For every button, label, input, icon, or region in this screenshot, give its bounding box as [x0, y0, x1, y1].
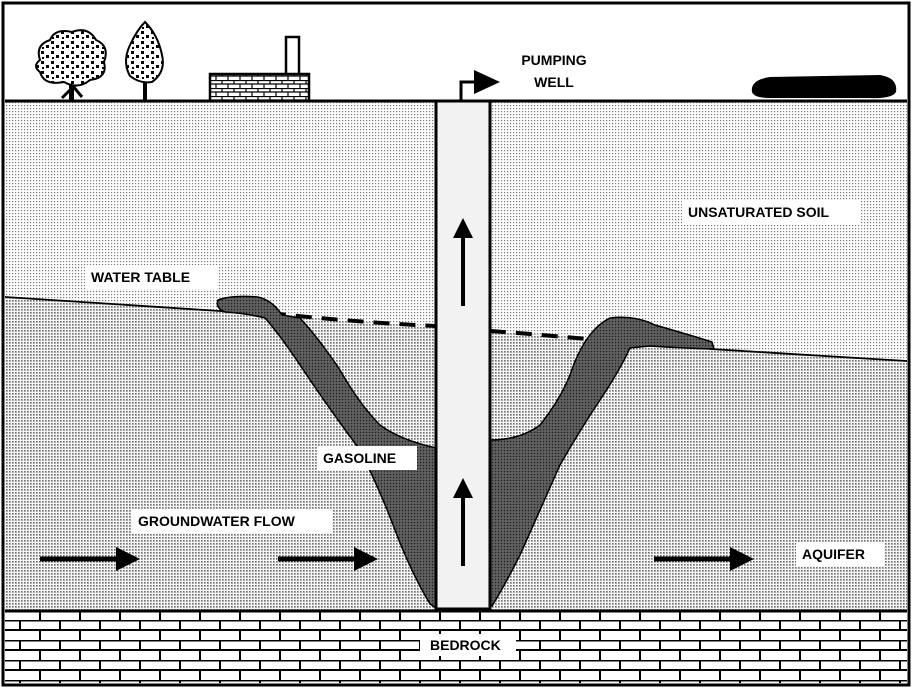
groundwater-flow-label: GROUNDWATER FLOW: [138, 513, 296, 529]
tree-icon: [125, 20, 164, 101]
gasoline-label: GASOLINE: [323, 450, 396, 466]
unsaturated-soil-label: UNSATURATED SOIL: [688, 204, 829, 220]
storage-tank-icon: [751, 75, 897, 99]
aquifer-label: AQUIFER: [802, 546, 865, 562]
building-icon: [208, 35, 311, 103]
pumping-well-label-line2: WELL: [534, 74, 574, 90]
groundwater-flow-arrow-3: [654, 547, 754, 571]
gasoline-plume-right: [489, 316, 716, 607]
groundwater-flow-arrow-2: [278, 547, 378, 571]
tree-icon: [35, 29, 107, 101]
bedrock-label: BEDROCK: [430, 637, 501, 653]
groundwater-flow-arrow-1: [40, 547, 140, 571]
label-pumping-well: PUMPING WELL: [521, 52, 586, 90]
upward-flow-arrow-upper: [453, 218, 473, 306]
well-head-pipe: [459, 80, 476, 101]
water-table-line: [4, 296, 908, 362]
pumping-well-label-line1: PUMPING: [521, 52, 586, 68]
upward-flow-arrow-lower: [453, 478, 473, 566]
pumping-well-casing: [434, 99, 492, 611]
well-outlet-arrow-icon: [474, 70, 500, 94]
water-table-label: WATER TABLE: [91, 269, 190, 285]
